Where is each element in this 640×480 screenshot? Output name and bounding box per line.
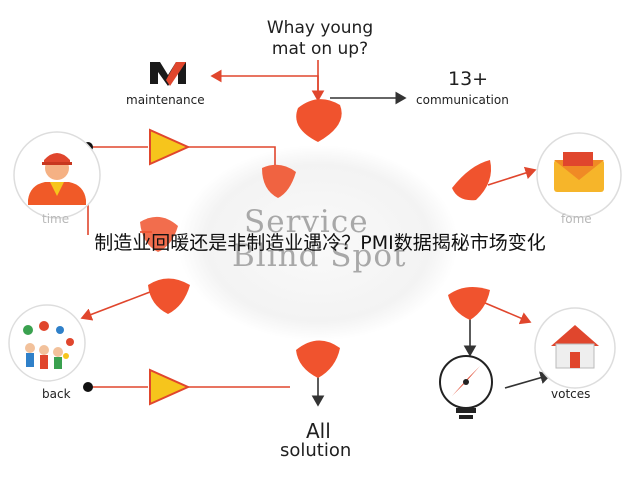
node-upper-left [262,164,296,198]
center-circle [178,145,458,341]
people-group-icon [8,304,86,382]
back-label: back [42,387,71,401]
node-lower-right [448,286,490,320]
play-arrow-bottom [149,368,191,406]
overlay-caption: 制造业回暖还是非制造业遇冷？PMI数据揭秘市场变化 [94,232,546,254]
node-lower-left [148,278,190,314]
node-bottom [296,340,340,378]
solution-label-line-2: solution [280,440,352,461]
top-question-line-1: Whay young [266,18,374,38]
play-arrow-top [149,128,191,166]
node-top [296,99,342,142]
solution-label-line-1: All [306,419,331,443]
top-question: Whay young mat on up? [250,18,390,60]
compass-bulb-icon [439,355,493,419]
person-icon [13,131,101,219]
top-question-line-2: mat on up? [271,39,369,59]
house-icon [534,307,616,389]
fome-label: fome [561,212,592,226]
connector-lines [80,60,552,407]
time-label: time [42,212,70,226]
votces-label: votces [551,387,591,401]
maintenance-label: maintenance [126,93,205,107]
maintenance-logo [150,62,186,86]
orange-nodes [140,99,492,378]
communication-label: communication [416,93,509,107]
node-upper-right [452,160,492,201]
communication-count: 13+ [448,68,489,90]
center-watermark-line-2: Blind Spot [232,238,407,274]
connector-dot [83,382,93,392]
node-left [140,216,178,252]
center-watermark-line-1: Service [244,204,369,240]
mail-icon [536,132,622,218]
